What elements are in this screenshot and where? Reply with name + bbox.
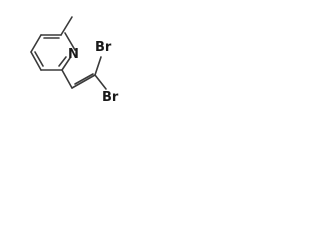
vinyl-double-bond (71, 74, 96, 89)
bond-to-br-bottom (94, 74, 107, 90)
bond-c6-n (61, 57, 71, 71)
atom-label-bromine-top: Br (95, 40, 112, 55)
atom-label-bromine-bottom: Br (102, 90, 119, 105)
bond-c3-c4 (30, 34, 42, 53)
bond-ring-vinyl (61, 69, 73, 89)
dibromovinyl-group (61, 56, 107, 90)
chemical-structure: N Br Br (30, 16, 119, 105)
atom-label-nitrogen: N (68, 47, 79, 62)
bond-c4-c5 (30, 51, 42, 71)
bond-c6-n-inner (58, 56, 67, 67)
vinyl-double-bond-inner (74, 73, 94, 85)
bond-n-c2 (64, 32, 76, 51)
pyridine-ring (30, 32, 76, 71)
methyl-bond (60, 16, 73, 36)
bond-c4-c5-inner (34, 51, 44, 67)
bond-to-br-top (94, 56, 102, 76)
